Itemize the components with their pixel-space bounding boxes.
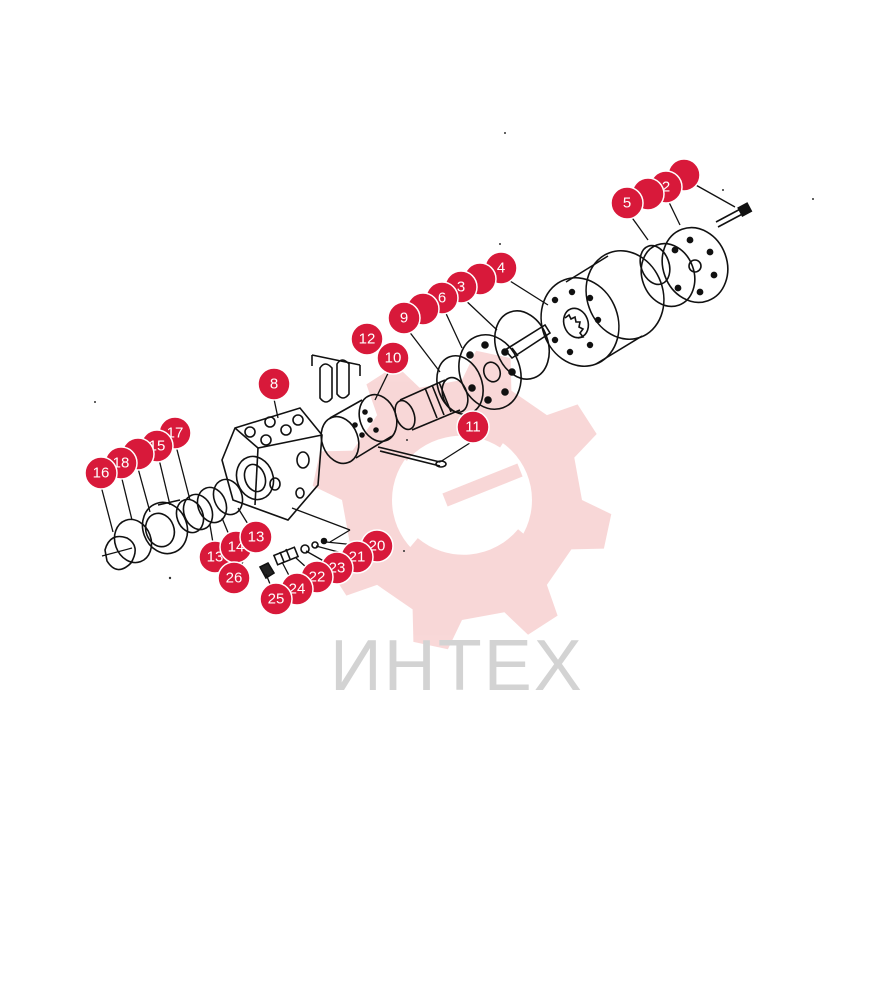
callout-number: 24: [289, 581, 306, 598]
callout-13: 13: [239, 520, 273, 554]
callout-number: 3: [457, 279, 465, 296]
callout-badge: [217, 561, 251, 595]
seal-gland-part: [141, 499, 189, 555]
gear-logo-watermark: [312, 350, 612, 650]
callout-number: 9: [400, 310, 408, 327]
gerotor-housing-part: [540, 249, 665, 368]
callout-16: 16: [84, 456, 118, 490]
callout-badge: [456, 410, 490, 444]
callout-8: 8: [257, 367, 291, 401]
snap-ring-part: [104, 535, 136, 571]
callout-number: 2: [662, 179, 670, 196]
callout-5: 5: [610, 186, 644, 220]
valve-body-part: [221, 407, 323, 521]
callout-9: 9: [387, 301, 421, 335]
callout-number: 12: [359, 331, 376, 348]
callout-number: 16: [93, 465, 110, 482]
check-valve-part: [258, 537, 328, 580]
callout-number: 21: [349, 549, 366, 566]
drive-shaft-part: [503, 323, 552, 360]
callout-badge: [610, 186, 644, 220]
callout-badges: 2543691210811171518161314132620212322242…: [84, 158, 701, 616]
centering-springs-part: [311, 354, 361, 403]
callout-number: 25: [268, 591, 285, 608]
end-cap-part: [640, 226, 729, 308]
seal-ring-part: [493, 310, 551, 380]
callout-number: 20: [369, 538, 386, 555]
front-seals-part: [175, 478, 244, 534]
washer-part: [113, 518, 153, 564]
brand-watermark-text: ИНТЕХ: [330, 626, 584, 706]
callout-number: 18: [113, 455, 130, 472]
callout-number: 13: [207, 549, 224, 566]
callout-10: 10: [376, 341, 410, 375]
callout-26: 26: [217, 561, 251, 595]
callout-badge: [259, 582, 293, 616]
callout-number: 10: [385, 350, 402, 367]
callout-number: 11: [465, 419, 481, 436]
callout-badge: [257, 367, 291, 401]
callout-number: 5: [623, 195, 631, 212]
callout-number: 26: [226, 570, 243, 587]
callout-25: 25: [259, 582, 293, 616]
bolt-part: [715, 202, 753, 228]
callout-11: 11: [456, 410, 490, 444]
o-ring-part: [639, 244, 671, 286]
spacer-plate-part: [458, 334, 522, 410]
callout-12: 12: [350, 322, 384, 356]
callout-badge: [350, 322, 384, 356]
sleeve-part: [320, 393, 398, 465]
callout-number: 14: [228, 539, 245, 556]
callout-number: 22: [309, 569, 326, 586]
callout-number: 13: [248, 529, 265, 546]
callout-number: 6: [438, 290, 446, 307]
callout-badge: [84, 456, 118, 490]
callout-badge: [239, 520, 273, 554]
callout-badge: [387, 301, 421, 335]
callout-badge: [376, 341, 410, 375]
callout-number: 8: [270, 376, 278, 393]
callout-number: 4: [497, 260, 505, 277]
